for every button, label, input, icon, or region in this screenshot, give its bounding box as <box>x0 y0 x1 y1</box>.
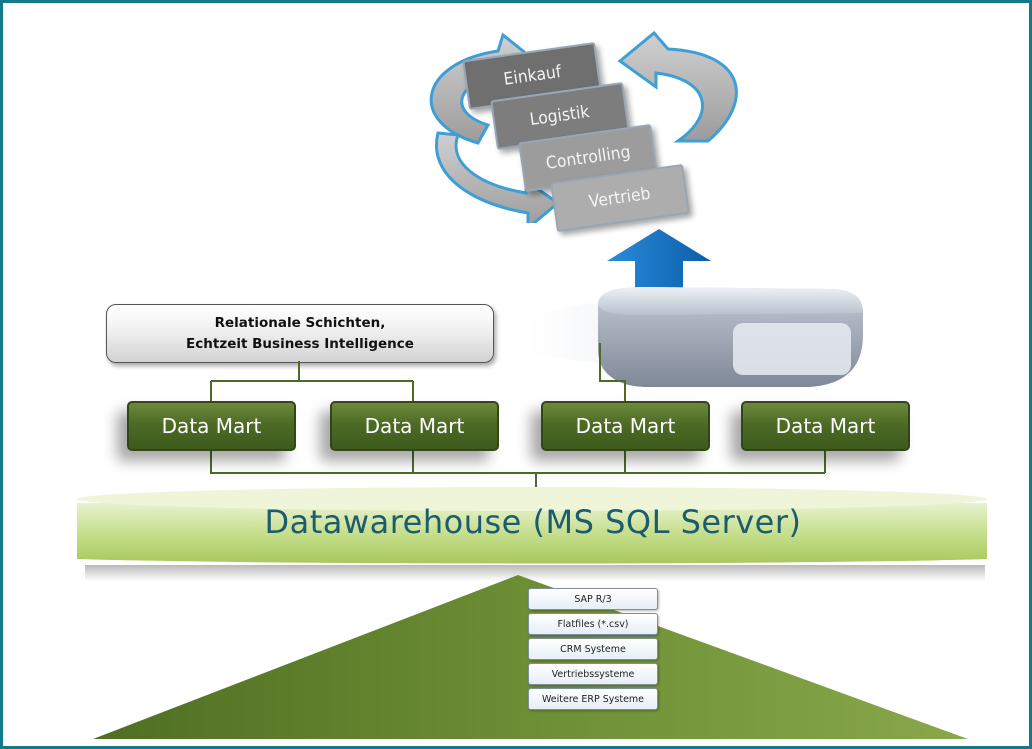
data-mart-1: Data Mart <box>127 401 296 451</box>
source-label: Flatfiles (*.csv) <box>557 618 629 630</box>
source-label: Weitere ERP Systeme <box>541 693 645 705</box>
source-pyramid <box>93 575 968 739</box>
warehouse-disc <box>77 487 987 581</box>
up-arrow-icon <box>607 229 711 295</box>
data-mart-label: Data Mart <box>775 414 876 438</box>
source-item: Flatfiles (*.csv) <box>528 613 658 635</box>
bi-layer-line1: Relationale Schichten, <box>214 314 386 331</box>
data-mart-label: Data Mart <box>575 414 676 438</box>
source-item: CRM Systeme <box>528 638 658 660</box>
data-mart-2: Data Mart <box>330 401 499 451</box>
source-label: SAP R/3 <box>574 593 612 605</box>
source-label: Vertriebssysteme <box>551 668 635 680</box>
olap-cube-icon <box>528 287 863 387</box>
source-item: SAP R/3 <box>528 588 658 610</box>
data-mart-3: Data Mart <box>541 401 710 451</box>
data-mart-label: Data Mart <box>161 414 262 438</box>
source-item: Weitere ERP Systeme <box>528 688 658 710</box>
source-item: Vertriebssysteme <box>528 663 658 685</box>
data-mart-4: Data Mart <box>741 401 910 451</box>
data-mart-label: Data Mart <box>364 414 465 438</box>
bi-layer-box: Relationale Schichten, Echtzeit Business… <box>106 304 494 363</box>
warehouse-label: Datawarehouse (MS SQL Server) <box>264 503 802 541</box>
bi-layer-line2: Echtzeit Business Intelligence <box>186 335 414 352</box>
connector-lines <box>210 343 826 495</box>
source-label: CRM Systeme <box>560 643 626 655</box>
